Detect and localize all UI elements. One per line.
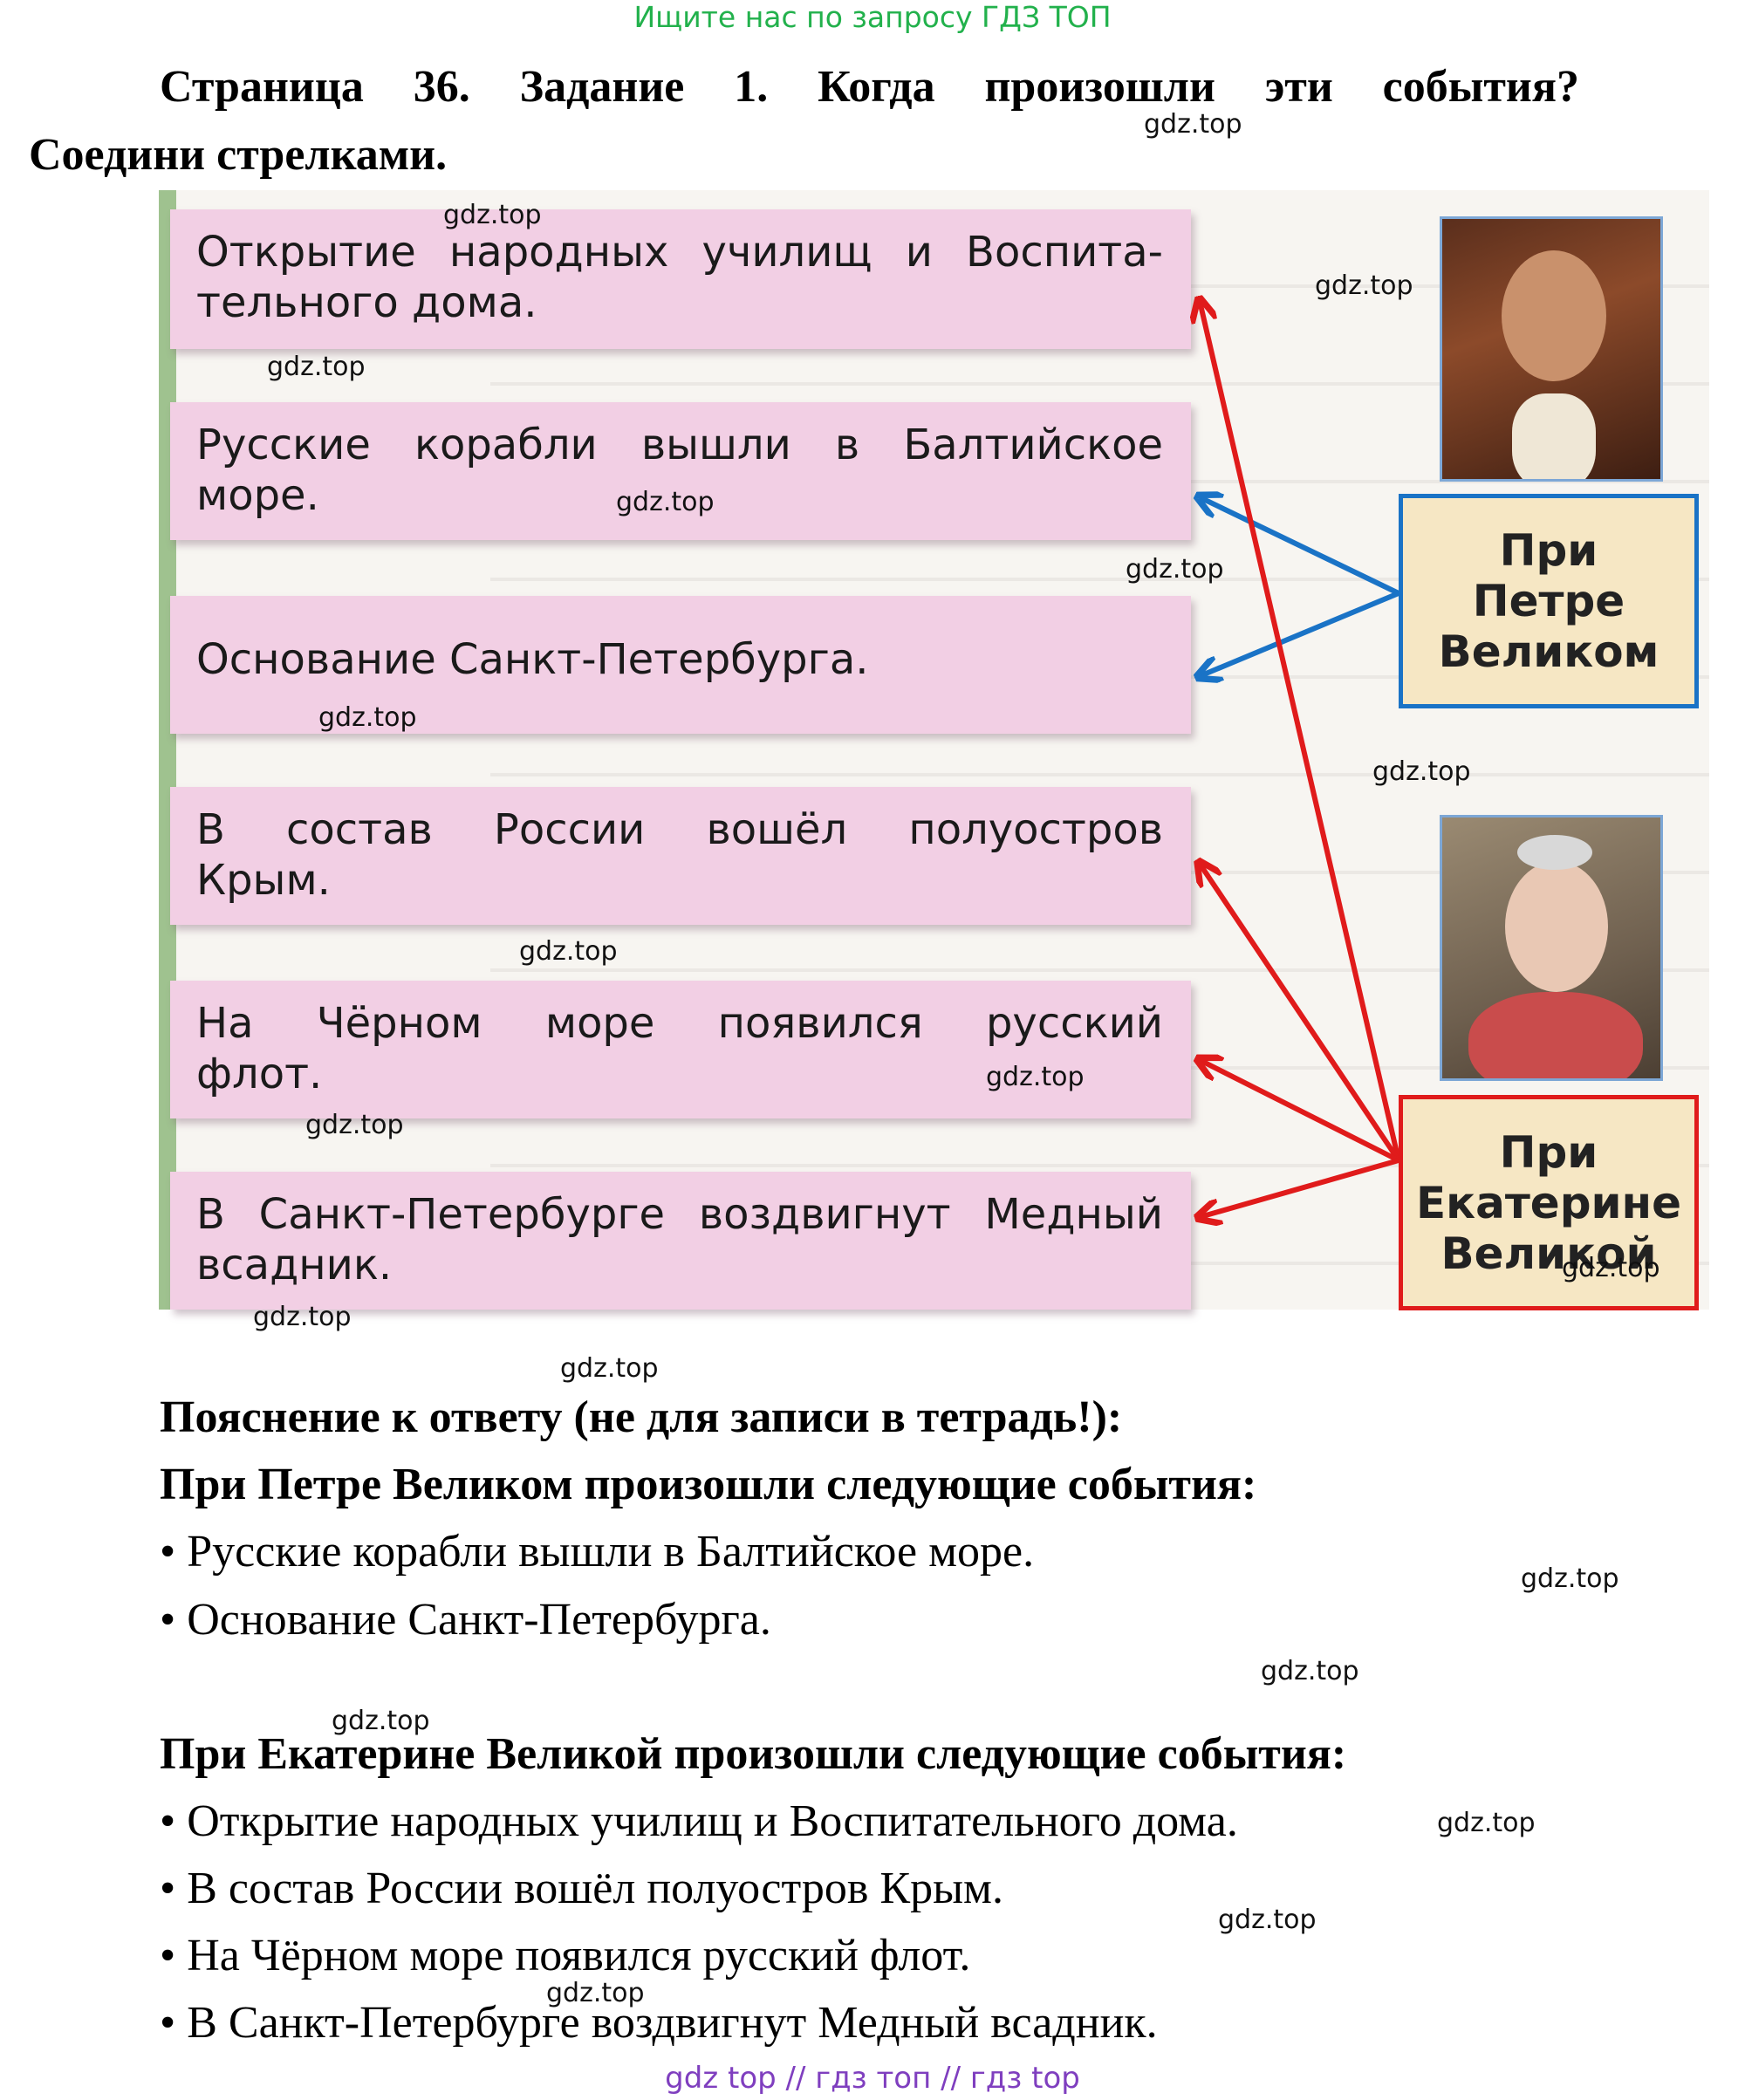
ruler-peter-line1: При (1499, 525, 1598, 576)
event-card-3: Основание Санкт-Петербурга. (170, 596, 1191, 734)
task-heading-line1: Страница 36. Задание 1. Когда произошли … (160, 62, 1579, 112)
arrow-peter-to-baltic (1200, 497, 1400, 596)
catherine-item-1: • Открытие народных училищ и Воспитатель… (160, 1796, 1238, 1846)
watermark: gdz.top (1521, 1563, 1619, 1594)
peter-section-title: При Петре Великом произошли следующие со… (160, 1460, 1257, 1509)
watermark: gdz.top (546, 1978, 645, 2008)
ruler-peter-line2: Петре (1472, 576, 1625, 626)
peter-item-1: • Русские корабли вышли в Балтийское мор… (160, 1527, 1035, 1577)
top-search-hint: Ищите нас по запросу ГДЗ ТОП (633, 0, 1112, 34)
ruler-catherine-line3: Великой (1440, 1228, 1657, 1279)
task-heading-line2: Соедини стрелками. (29, 130, 448, 180)
event-card-5-line1: На Чёрном море появился русский (196, 999, 1163, 1048)
catherine-portrait-image (1440, 815, 1663, 1081)
event-card-1-line2: тельного дома. (196, 278, 537, 327)
catherine-item-3: • На Чёрном море появился русский флот. (160, 1931, 971, 1980)
watermark: gdz.top (267, 352, 366, 382)
event-card-1: Открытие народных училищ и Воспита- тель… (170, 209, 1191, 349)
watermark: gdz.top (305, 1110, 404, 1140)
event-card-6: В Санкт-Петербурге воздвигнут Медный вса… (170, 1172, 1191, 1310)
watermark: gdz.top (1218, 1905, 1317, 1935)
ruler-catherine-line1: При (1499, 1126, 1598, 1178)
ruler-box-peter: При Петре Великом (1399, 494, 1699, 708)
watermark: gdz.top (1126, 554, 1224, 585)
event-card-1-line1: Открытие народных училищ и Воспита- (196, 228, 1163, 277)
watermark: gdz.top (616, 487, 715, 517)
watermark: gdz.top (1372, 756, 1471, 787)
watermark: gdz.top (1144, 109, 1242, 140)
explanation-title: Пояснение к ответу (не для записи в тетр… (160, 1392, 1123, 1442)
arrow-catherine-to-horseman (1200, 1158, 1399, 1217)
arrow-catherine-to-schools (1200, 301, 1401, 1161)
event-card-5-line2: флот. (196, 1050, 323, 1098)
watermark: gdz.top (1315, 270, 1413, 301)
watermark: gdz.top (1437, 1808, 1536, 1838)
event-card-3-line1: Основание Санкт-Петербурга. (196, 635, 869, 684)
watermark: gdz.top (519, 936, 618, 967)
watermark: gdz.top (1562, 1253, 1660, 1283)
watermark: gdz.top (986, 1062, 1085, 1092)
event-card-5: На Чёрном море появился русский флот. (170, 981, 1191, 1118)
footer-links[interactable]: gdz top // гдз топ // гдз top (665, 2061, 1080, 2096)
event-card-2-line1: Русские корабли вышли в Балтийское (196, 421, 1163, 469)
arrow-catherine-to-fleet (1200, 1060, 1400, 1163)
catherine-section-title: При Екатерине Великой произошли следующи… (160, 1729, 1347, 1779)
peter-item-2: • Основание Санкт-Петербурга. (160, 1595, 771, 1645)
ruler-box-catherine: При Екатерине Великой (1399, 1095, 1699, 1310)
event-card-4: В состав России вошёл полуостров Крым. (170, 787, 1191, 925)
watermark: gdz.top (560, 1353, 659, 1384)
event-card-2-line2: море. (196, 471, 319, 520)
arrow-catherine-to-crimea (1200, 864, 1401, 1162)
ruler-catherine-line2: Екатерине (1415, 1177, 1681, 1228)
watermark: gdz.top (1261, 1656, 1359, 1686)
event-card-4-line1: В состав России вошёл полуостров (196, 805, 1163, 854)
catherine-item-2: • В состав России вошёл полуостров Крым. (160, 1864, 1003, 1913)
watermark: gdz.top (318, 702, 417, 733)
event-card-6-line1: В Санкт-Петербурге воздвигнут Медный (196, 1190, 1163, 1239)
event-card-6-line2: всадник. (196, 1241, 393, 1289)
peter-portrait-image (1440, 216, 1663, 482)
arrow-peter-to-spb (1200, 591, 1400, 676)
watermark: gdz.top (443, 200, 542, 230)
watermark: gdz.top (253, 1302, 352, 1332)
catherine-item-4: • В Санкт-Петербурге воздвигнут Медный в… (160, 1998, 1158, 2048)
event-card-4-line2: Крым. (196, 856, 331, 905)
watermark: gdz.top (332, 1706, 430, 1736)
ruler-peter-line3: Великом (1438, 626, 1659, 677)
event-card-2: Русские корабли вышли в Балтийское море. (170, 402, 1191, 540)
